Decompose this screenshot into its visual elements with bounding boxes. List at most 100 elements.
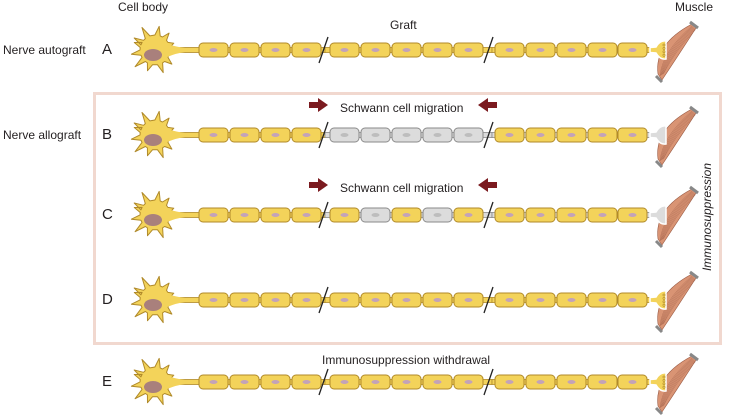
tendon [654, 159, 664, 169]
schwann-nucleus [302, 213, 311, 217]
muscle-fiber [662, 28, 695, 75]
schwann-nucleus [271, 298, 280, 302]
schwann-nucleus [505, 213, 514, 217]
schwann-nucleus [402, 133, 411, 137]
synaptic-vesicle [662, 375, 666, 379]
schwann-nucleus [567, 213, 576, 217]
schwann-nucleus [271, 380, 280, 384]
schwann-nucleus [371, 133, 380, 137]
neuromuscular-junction-icon [649, 372, 667, 392]
schwann-nucleus [209, 48, 218, 52]
muscle-fiber [662, 278, 695, 325]
schwann-nucleus [628, 380, 637, 384]
row-letter-e: E [102, 373, 113, 390]
nerve-row-c [130, 178, 699, 249]
schwann-nucleus [567, 380, 576, 384]
schwann-nucleus [433, 48, 442, 52]
nerve-row-d [130, 270, 699, 334]
tendon [654, 406, 664, 416]
muscle-fiber [660, 277, 694, 326]
schwann-nucleus [271, 133, 280, 137]
schwann-nucleus [271, 213, 280, 217]
muscle-fiber [662, 193, 696, 240]
schwann-nucleus [340, 380, 349, 384]
migration-label-c: Schwann cell migration [340, 181, 464, 195]
schwann-nucleus [536, 133, 545, 137]
schwann-nucleus [433, 213, 442, 217]
schwann-nucleus [567, 133, 576, 137]
muscle-fiber [662, 28, 696, 75]
immunosuppression-frame [93, 92, 722, 345]
muscle-fiber [662, 360, 695, 407]
muscle-fiber [659, 275, 693, 327]
muscle-fiber [663, 279, 696, 324]
immunosuppression-label: Immunosuppression [700, 162, 714, 272]
schwann-nucleus [536, 298, 545, 302]
axon-hillock [167, 44, 185, 57]
muscle-fiber [661, 192, 694, 240]
muscle-fiber [660, 26, 693, 76]
schwann-nucleus [371, 298, 380, 302]
row-letter-a: A [102, 41, 113, 58]
coaptation-slash-icon [318, 121, 329, 149]
schwann-nucleus [209, 133, 218, 137]
schwann-nucleus [402, 380, 411, 384]
schwann-nucleus [598, 298, 607, 302]
muscle-fiber [661, 27, 694, 75]
schwann-nucleus [505, 133, 514, 137]
synaptic-vesicle [662, 378, 666, 382]
schwann-nucleus [464, 298, 473, 302]
muscle-fiber [661, 277, 694, 325]
schwann-nucleus [628, 133, 637, 137]
muscle-fiber [663, 114, 696, 159]
muscle-fiber [660, 191, 693, 241]
muscle-icon [654, 20, 699, 84]
schwann-nucleus [536, 213, 545, 217]
schwann-nucleus [567, 48, 576, 52]
schwann-nucleus [567, 298, 576, 302]
muscle-label: Muscle [675, 0, 714, 14]
schwann-nucleus [209, 213, 218, 217]
muscle-fiber [659, 357, 693, 409]
muscle-fiber [659, 190, 693, 242]
synaptic-vesicle [662, 43, 666, 47]
schwann-nucleus [598, 213, 607, 217]
row-letter-d: D [102, 291, 113, 308]
arrow-right-icon [309, 178, 328, 192]
schwann-nucleus [302, 48, 311, 52]
tendon [689, 105, 699, 115]
tendon [689, 352, 699, 362]
axon-hillock [167, 129, 185, 142]
synaptic-vesicle [662, 382, 666, 386]
migration-label-b: Schwann cell migration [340, 101, 464, 115]
schwann-nucleus [464, 133, 473, 137]
synaptic-vesicle [662, 50, 666, 54]
soma-nucleus-icon [144, 299, 162, 311]
schwann-nucleus [271, 48, 280, 52]
nerve-row-e [130, 352, 699, 416]
muscle-fiber [663, 361, 696, 406]
schwann-nucleus [340, 298, 349, 302]
muscle-fiber [660, 111, 693, 161]
schwann-nucleus [628, 298, 637, 302]
muscle-icon [654, 270, 699, 334]
schwann-nucleus [402, 213, 411, 217]
coaptation-slash-icon [483, 121, 494, 149]
soma-nucleus-icon [144, 134, 162, 146]
synaptic-vesicle [662, 293, 666, 297]
tendon [689, 20, 699, 30]
schwann-nucleus [302, 298, 311, 302]
cell-body-label: Cell body [118, 0, 169, 14]
muscle-fiber [662, 193, 695, 240]
schwann-nucleus [433, 380, 442, 384]
coaptation-slash-icon [483, 286, 494, 314]
schwann-nucleus [433, 298, 442, 302]
muscle-fiber [660, 192, 694, 241]
schwann-nucleus [340, 48, 349, 52]
axon-hillock [167, 294, 185, 307]
schwann-nucleus [371, 48, 380, 52]
row-letter-b: B [102, 126, 113, 143]
schwann-nucleus [240, 133, 249, 137]
coaptation-slash-icon [318, 286, 329, 314]
